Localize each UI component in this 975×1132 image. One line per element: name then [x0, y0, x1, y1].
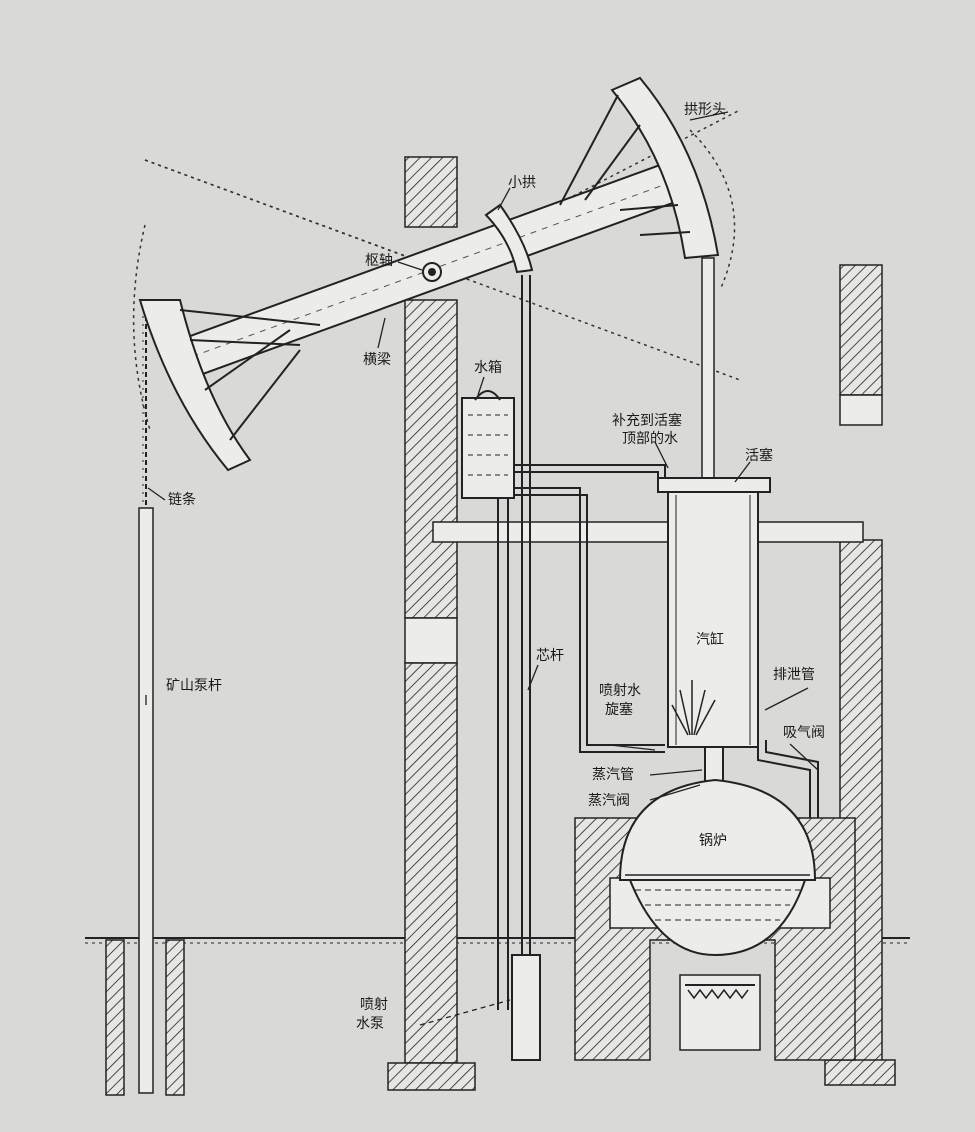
- label-snifting-valve: 吸气阀: [783, 725, 825, 741]
- drain-pipe: [757, 740, 819, 830]
- label-beam: 横梁: [363, 352, 391, 368]
- right-arch-head: [559, 76, 720, 260]
- water-tank: [461, 390, 515, 499]
- label-steam-pipe: 蒸汽管: [592, 767, 634, 783]
- label-boiler: 锅炉: [699, 833, 727, 849]
- label-arch-head: 拱形头: [684, 102, 726, 118]
- label-injection-pump-1: 喷射: [360, 997, 388, 1013]
- leader-lines: [145, 111, 819, 1026]
- label-pivot: 枢轴: [365, 253, 393, 269]
- label-injection-pump-2: 水泵: [356, 1016, 384, 1032]
- injection-pump: [511, 954, 541, 1061]
- label-cylinder: 汽缸: [696, 632, 724, 648]
- label-small-arch: 小拱: [508, 175, 536, 191]
- injection-pipe: [497, 487, 665, 1010]
- label-refill-water-1: 补充到活塞: [612, 413, 682, 429]
- label-water-tank: 水箱: [474, 360, 502, 376]
- pivot: [422, 262, 442, 282]
- label-core-rod: 芯杆: [536, 648, 564, 664]
- left-wall: [387, 156, 476, 1091]
- label-drain-pipe: 排泄管: [773, 667, 815, 683]
- label-mine-pump-rod: 矿山泵杆: [166, 678, 222, 694]
- label-chain: 链条: [168, 492, 196, 508]
- mine-pump-rod: [138, 507, 154, 1094]
- label-steam-valve: 蒸汽阀: [588, 793, 630, 809]
- piston-rod: [701, 257, 715, 489]
- chain: [142, 300, 147, 508]
- label-piston: 活塞: [745, 448, 773, 464]
- small-arch: [484, 203, 534, 274]
- label-refill-water-2: 顶部的水: [622, 431, 678, 447]
- label-injection-cock-2: 旋塞: [605, 702, 633, 718]
- mine-shaft: [105, 939, 185, 1096]
- cylinder: [657, 477, 771, 748]
- left-arch-head: [138, 299, 321, 472]
- boiler: [618, 778, 817, 1000]
- core-rod: [521, 275, 531, 960]
- label-injection-cock-1: 喷射水: [599, 683, 641, 699]
- refill-pipe: [514, 464, 666, 478]
